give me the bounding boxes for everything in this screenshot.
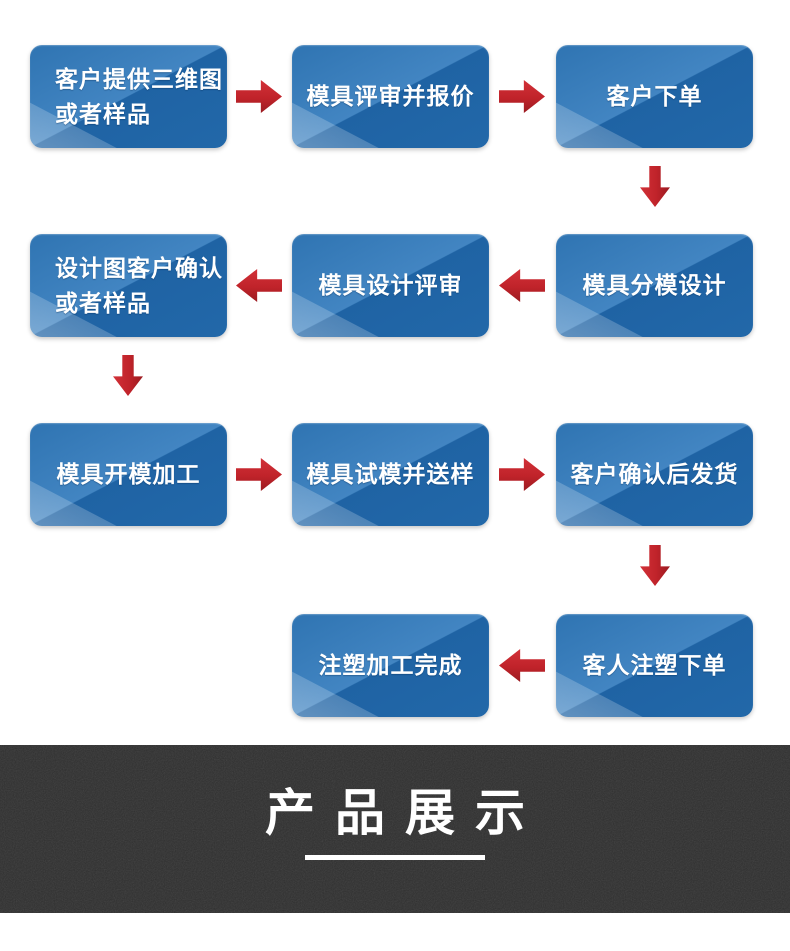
flow-node-label: 注塑加工完成: [318, 652, 463, 679]
flow-node-label: 客人注塑下单: [582, 652, 727, 679]
arrow-right-icon: [499, 80, 545, 113]
banner-title: 产品展示: [265, 785, 545, 841]
product-display-banner: 产品展示: [0, 745, 790, 913]
flow-node-label: 模具设计评审: [318, 272, 463, 299]
flow-node-injection-complete: 注塑加工完成: [292, 614, 489, 717]
flow-node-ship-after-confirmation: 客户确认后发货: [556, 423, 753, 526]
flow-node-label: 模具评审并报价: [306, 83, 475, 110]
flow-node-label: 设计图客户确认 或者样品: [55, 255, 223, 316]
flow-node-label: 客户确认后发货: [570, 461, 739, 488]
arrow-left-icon: [499, 649, 545, 682]
arrow-down-icon: [113, 355, 143, 396]
flow-node-injection-order: 客人注塑下单: [556, 614, 753, 717]
banner-underline: [305, 854, 485, 860]
flow-node-customer-provides-drawing: 客户提供三维图 或者样品: [30, 45, 227, 148]
flow-node-label: 客户下单: [606, 83, 703, 110]
flow-node-label: 模具开模加工: [56, 461, 201, 488]
arrow-right-icon: [236, 80, 282, 113]
arrow-left-icon: [499, 269, 545, 302]
arrow-down-icon: [640, 545, 670, 586]
flow-node-mold-design-review: 模具设计评审: [292, 234, 489, 337]
flow-node-mold-machining: 模具开模加工: [30, 423, 227, 526]
flow-node-design-confirmation: 设计图客户确认 或者样品: [30, 234, 227, 337]
arrow-right-icon: [236, 458, 282, 491]
arrow-down-icon: [640, 166, 670, 207]
flow-node-label: 模具试模并送样: [306, 461, 475, 488]
flow-node-label: 模具分模设计: [582, 272, 727, 299]
flow-node-mold-parting-design: 模具分模设计: [556, 234, 753, 337]
flow-node-mold-review-quote: 模具评审并报价: [292, 45, 489, 148]
flow-node-customer-order: 客户下单: [556, 45, 753, 148]
flow-node-mold-trial-sample: 模具试模并送样: [292, 423, 489, 526]
flow-node-label: 客户提供三维图 或者样品: [55, 66, 223, 127]
arrow-right-icon: [499, 458, 545, 491]
arrow-left-icon: [236, 269, 282, 302]
